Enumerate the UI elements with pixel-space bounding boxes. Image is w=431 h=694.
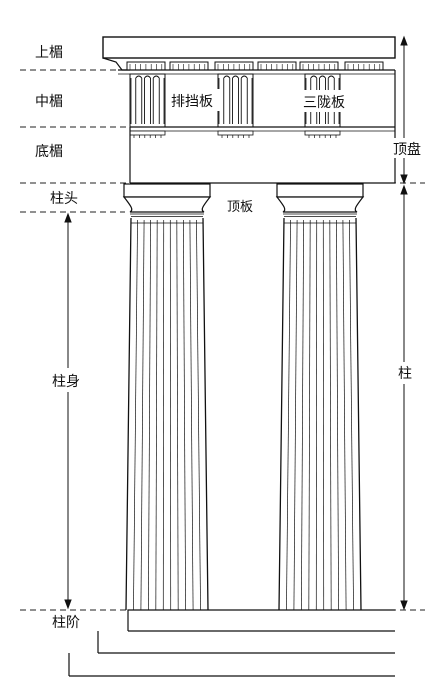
stylobate-steps	[69, 610, 395, 676]
label-stylobate: 柱阶	[52, 615, 80, 631]
column-arrow-top	[401, 186, 407, 194]
division-lines	[20, 70, 425, 610]
cornice-block	[103, 37, 395, 58]
flute-line	[349, 220, 353, 610]
abacus	[124, 184, 210, 197]
label-architrave: 底楣	[35, 144, 63, 160]
label-capital: 柱头	[50, 191, 78, 207]
entablature-arrow-top	[401, 37, 407, 45]
column-right	[277, 184, 363, 610]
flute-line	[336, 220, 338, 610]
flute-line	[309, 220, 310, 610]
column-left	[124, 184, 210, 610]
flute-line	[148, 220, 150, 610]
mutule-row	[127, 62, 383, 70]
stylobate-top-step	[128, 610, 395, 631]
abacus	[277, 184, 363, 197]
label-column: 柱	[398, 366, 412, 382]
flute-line	[183, 220, 185, 610]
regula	[130, 131, 165, 135]
flute-line	[141, 220, 144, 610]
flute-line	[196, 220, 200, 610]
label-triglyph: 排挡板	[171, 94, 213, 110]
shaft-outline	[279, 218, 361, 610]
cornice-profile	[103, 58, 130, 70]
echinus	[124, 197, 210, 212]
flute-line	[294, 220, 297, 610]
flute-line	[286, 220, 290, 610]
shaft-outline	[126, 218, 208, 610]
shaft-arrow-top	[65, 214, 71, 222]
flute-line	[156, 220, 157, 610]
label-frieze: 中楣	[35, 94, 63, 110]
triglyph	[218, 74, 253, 127]
regula	[218, 131, 253, 135]
column-arrow-bottom	[401, 601, 407, 609]
regula	[305, 131, 340, 135]
label-entablature: 顶盘	[393, 141, 421, 158]
entablature-arrow-bottom	[401, 175, 407, 183]
triglyph	[130, 74, 165, 127]
flute-line	[343, 220, 346, 610]
flute-line	[133, 220, 137, 610]
shaft-arrow-bottom	[65, 600, 71, 608]
flute-line	[330, 220, 331, 610]
label-cornice: 上楣	[35, 45, 63, 61]
flute-line	[177, 220, 178, 610]
echinus	[277, 197, 363, 212]
label-metope: 三陇板	[303, 95, 345, 111]
label-abacus: 顶板	[227, 200, 253, 215]
label-shaft: 柱身	[52, 374, 80, 390]
regula-row	[130, 131, 340, 138]
flute-line	[301, 220, 303, 610]
flute-line	[190, 220, 193, 610]
